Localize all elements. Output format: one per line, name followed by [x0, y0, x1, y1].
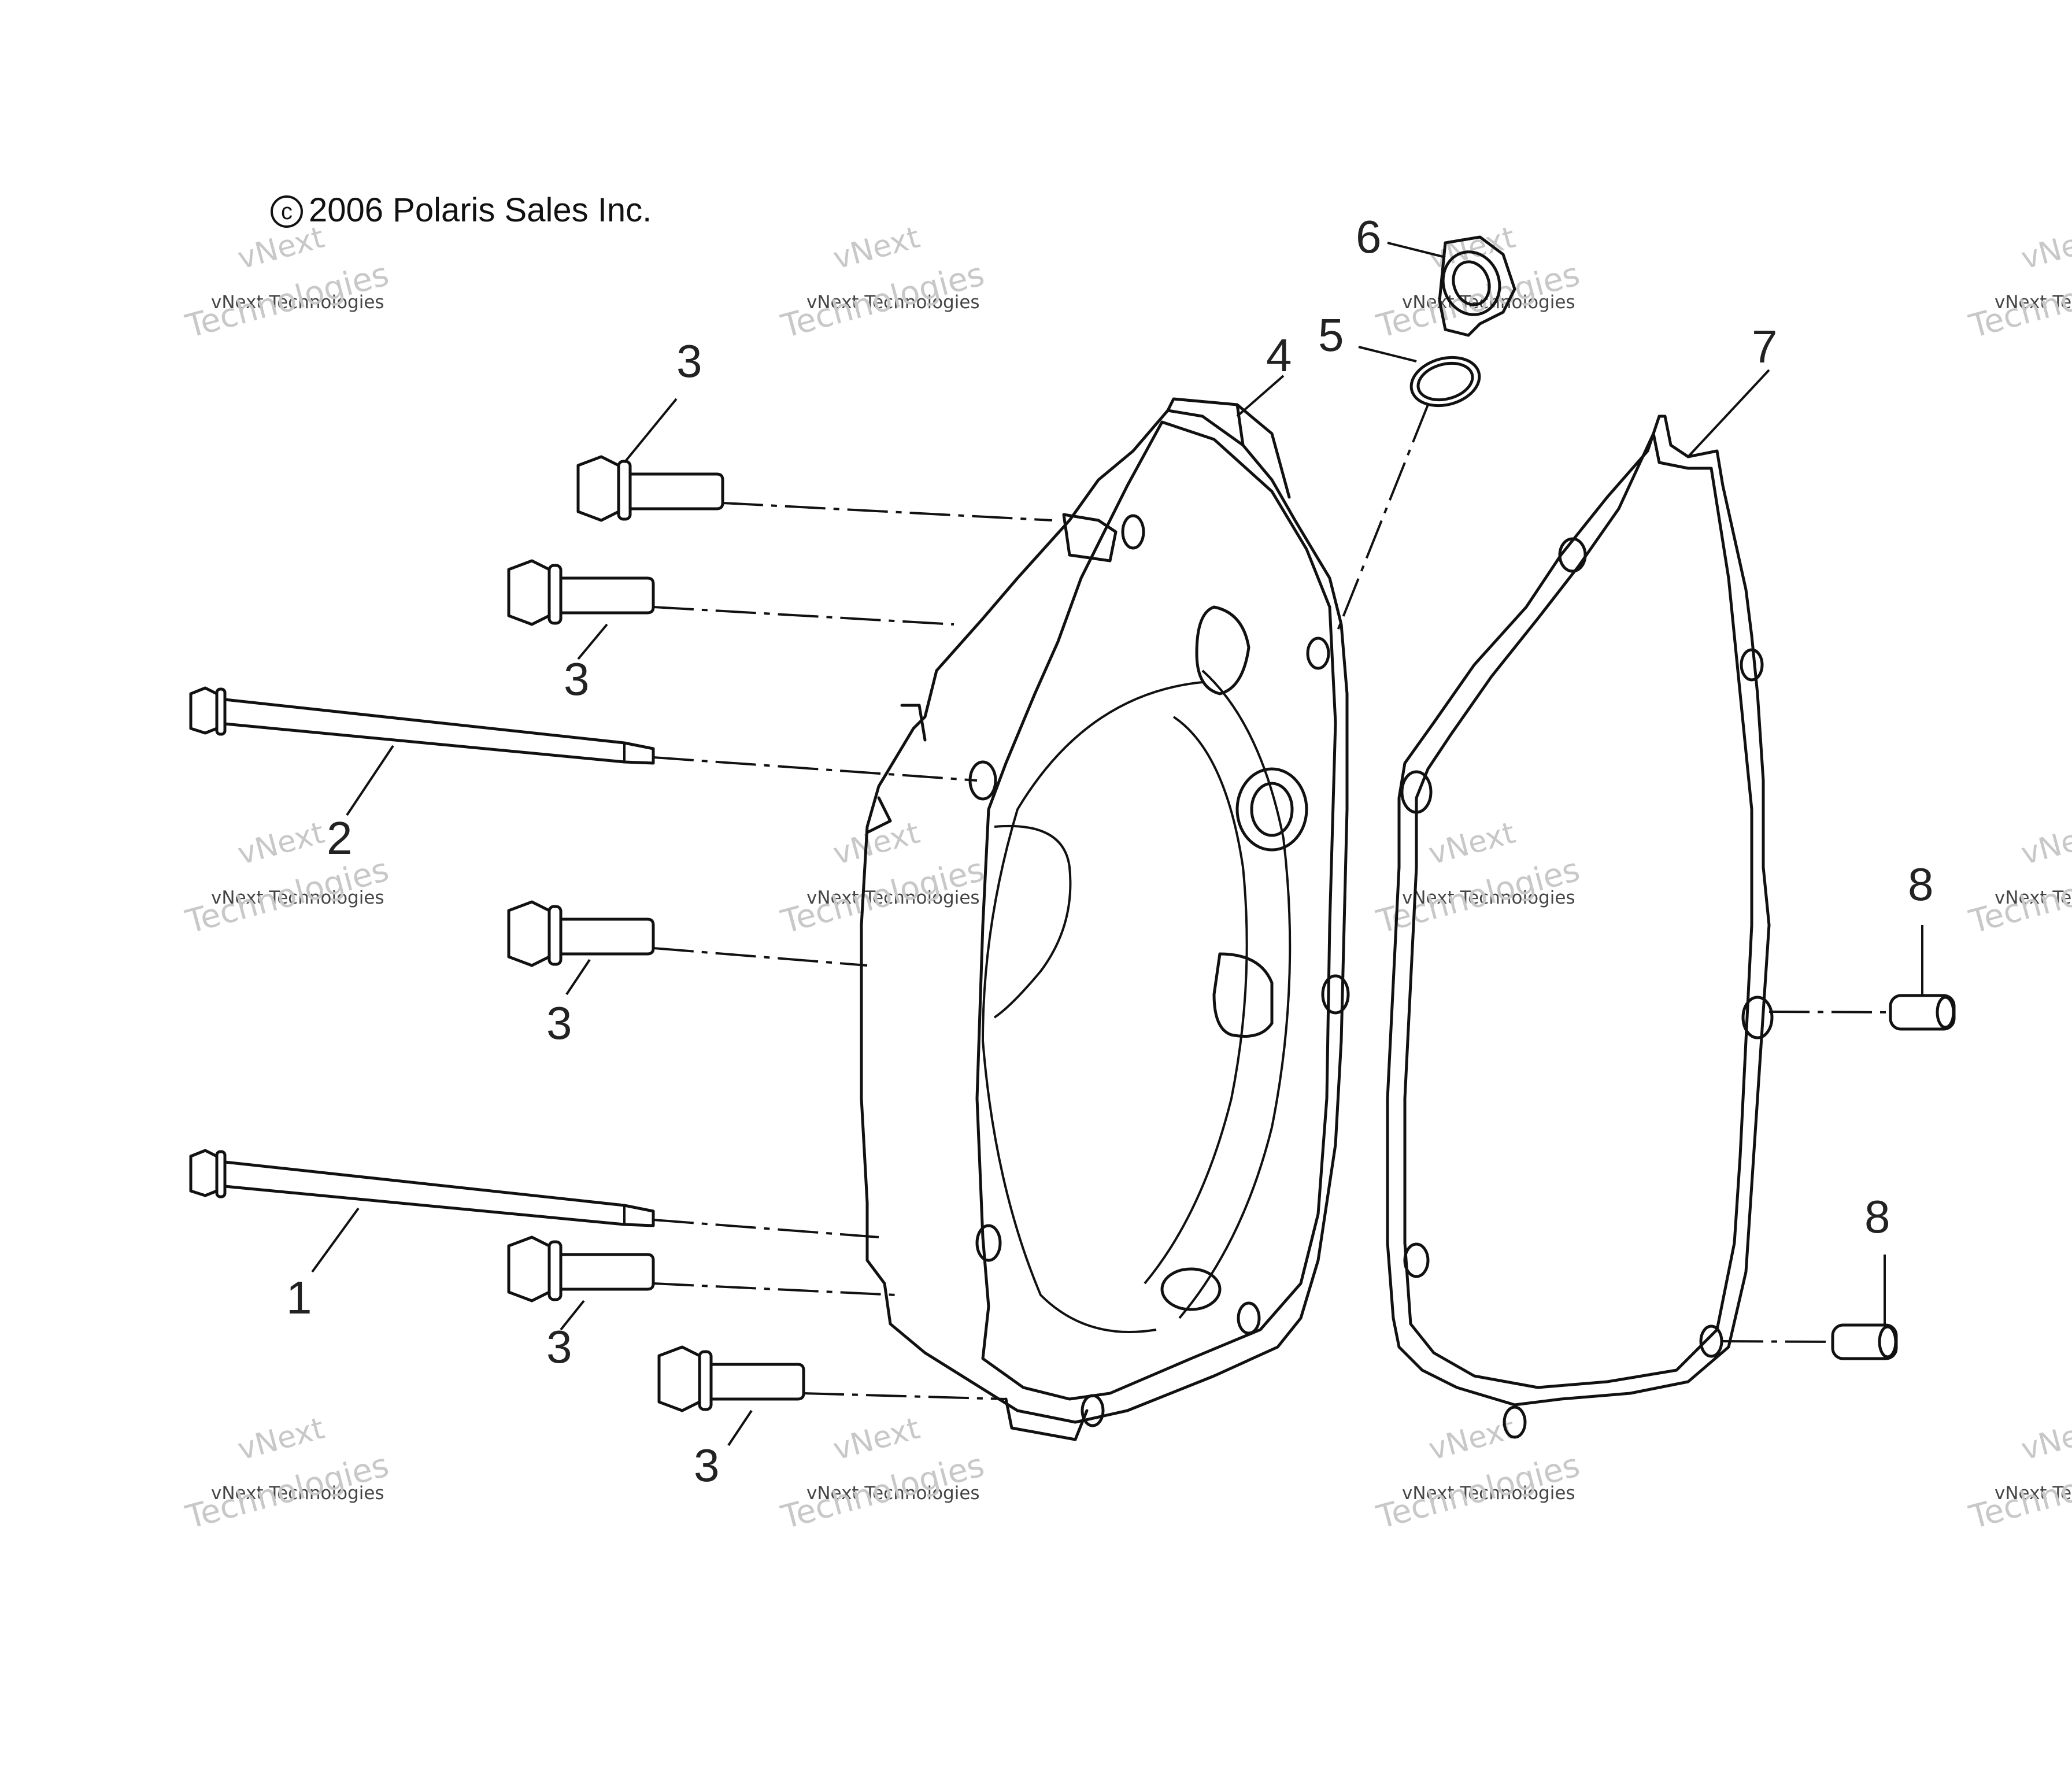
gasket [1386, 415, 1774, 1439]
flange-bolt [576, 455, 724, 522]
callout-5: 5 [1318, 309, 1344, 361]
crankcase-cover [860, 397, 1350, 1441]
callout-8: 8 [1864, 1191, 1890, 1242]
callout-3: 3 [564, 653, 590, 705]
o-ring [1409, 356, 1481, 408]
flange-bolt [507, 559, 655, 626]
callout-6: 6 [1356, 211, 1382, 262]
callout-2: 2 [327, 812, 353, 864]
flange-bolt [657, 1345, 805, 1412]
leader-lines [311, 242, 1923, 1446]
callout-4: 4 [1266, 330, 1292, 381]
dowel-pin [1889, 994, 1956, 1031]
callout-1: 1 [286, 1272, 312, 1323]
callout-8: 8 [1908, 859, 1934, 910]
long-bolt-lower [189, 1149, 655, 1227]
callout-3: 3 [694, 1440, 720, 1491]
flange-bolt [507, 1235, 655, 1303]
flange-bolt [507, 900, 655, 967]
callout-3: 3 [546, 997, 572, 1049]
callout-3: 3 [546, 1321, 572, 1372]
assembly-lines [653, 404, 1891, 1400]
callout-3: 3 [676, 335, 702, 387]
long-bolt-upper [189, 686, 655, 765]
copyright-symbol: c [271, 195, 303, 228]
callout-7: 7 [1752, 321, 1778, 372]
dowel-pin [1831, 1323, 1898, 1360]
copyright-text: 2006 Polaris Sales Inc. [309, 191, 652, 229]
plug [1438, 235, 1516, 337]
